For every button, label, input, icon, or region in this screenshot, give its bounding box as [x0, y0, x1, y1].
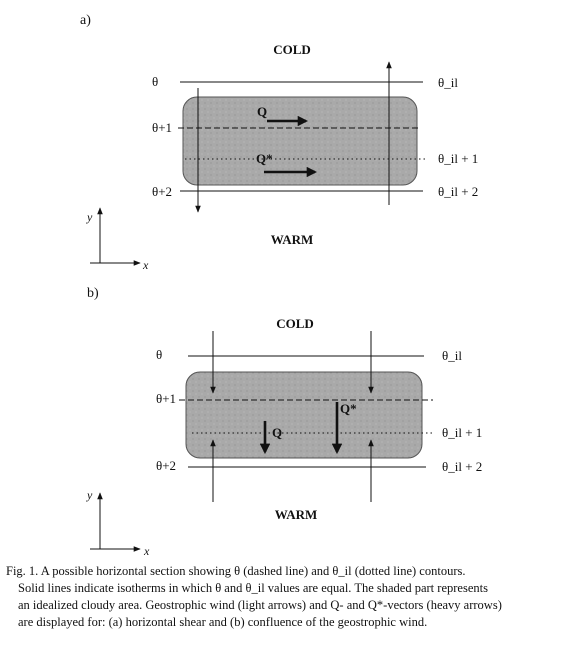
panel-b-cloud-area: [185, 371, 423, 459]
panel-b-cold-label: COLD: [276, 316, 314, 331]
panel-a-theta1-label: θ+1: [152, 120, 172, 135]
panel-a-label: a): [80, 13, 91, 28]
panel-a-thetail-label: θ_il: [438, 75, 458, 90]
panel-b-thetail2-label: θ_il + 2: [442, 459, 482, 474]
panel-a-x-label: x: [142, 258, 149, 272]
panel-a-warm-label: WARM: [271, 232, 314, 247]
panel-b-qstar-label: Q*: [340, 401, 357, 416]
panel-b-theta-label: θ: [156, 347, 162, 362]
panel-b-label: b): [87, 286, 99, 301]
panel-b-theta2-label: θ+2: [156, 458, 176, 473]
panel-b-warm-label: WARM: [275, 507, 318, 522]
panel-a: a) COLD WARM Q Q* θ θ+1 θ+2 θ_il θ_il + …: [80, 13, 478, 272]
panel-b-x-label: x: [143, 544, 150, 558]
panel-a-q-label: Q: [257, 104, 267, 119]
panel-a-cold-label: COLD: [273, 42, 311, 57]
caption-line-4: are displayed for: (a) horizontal shear …: [18, 615, 428, 629]
panel-b-thetail1-label: θ_il + 1: [442, 425, 482, 440]
panel-a-theta2-label: θ+2: [152, 184, 172, 199]
figure-caption: Fig. 1. A possible horizontal section sh…: [6, 563, 574, 631]
panel-a-y-label: y: [86, 210, 93, 224]
panel-a-qstar-label: Q*: [256, 151, 273, 166]
panel-a-thetail2-label: θ_il + 2: [438, 184, 478, 199]
caption-line-3: an idealized cloudy area. Geostrophic wi…: [18, 598, 502, 612]
panel-b-y-label: y: [86, 488, 93, 502]
panel-b-thetail-label: θ_il: [442, 348, 462, 363]
caption-line-2: Solid lines indicate isotherms in which …: [18, 581, 488, 595]
caption-line-1: Fig. 1. A possible horizontal section sh…: [6, 564, 466, 578]
figure-diagram: a) COLD WARM Q Q* θ θ+1 θ+2 θ_il θ_il + …: [80, 13, 482, 558]
panel-b-theta1-label: θ+1: [156, 391, 176, 406]
panel-b: b) COLD WARM Q Q* θ θ+1 θ+2 θ_il θ_il + …: [86, 286, 482, 558]
panel-a-cloud-area: [182, 96, 418, 186]
panel-a-theta-label: θ: [152, 74, 158, 89]
panel-a-thetail1-label: θ_il + 1: [438, 151, 478, 166]
panel-b-q-label: Q: [272, 425, 282, 440]
